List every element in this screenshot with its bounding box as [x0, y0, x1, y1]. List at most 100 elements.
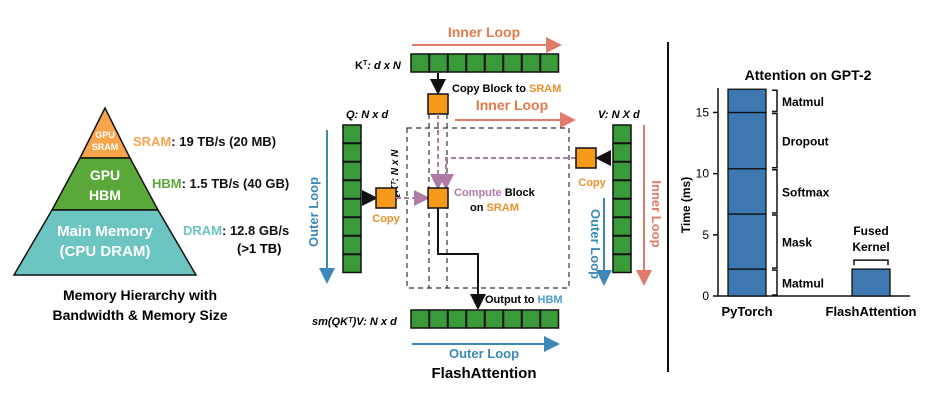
flashattention-diagram: Inner Loop KT: d x N Copy Block to SRAM … — [306, 24, 664, 382]
kt-block — [521, 53, 541, 73]
v-block — [612, 179, 632, 200]
q-block — [342, 235, 362, 255]
pyramid-sram-line1: GPU — [95, 130, 115, 140]
v-tile-to-compute-path — [438, 157, 576, 190]
compute-rest: Block — [502, 187, 536, 199]
copy-left-label: Copy — [372, 213, 400, 225]
compute-word: Compute — [454, 187, 502, 199]
output-label: Output to HBM — [485, 294, 563, 306]
kt-block — [539, 53, 560, 73]
q-block — [342, 142, 362, 163]
sram-spec: SRAM: 19 TB/s (20 MB) — [133, 134, 276, 149]
output-path — [437, 208, 486, 310]
kt-label: KT: d x N — [355, 60, 402, 72]
y-tick-label: 0 — [702, 289, 709, 303]
bar-segment — [727, 88, 767, 114]
kt-block — [502, 53, 523, 73]
y-tick-label: 10 — [696, 167, 710, 181]
segment-bracket — [772, 89, 778, 113]
compute-label: Compute Block — [454, 187, 536, 199]
segment-bracket — [772, 112, 778, 169]
chart-title: Attention on GPT-2 — [745, 67, 872, 83]
v-label: V: N X d — [598, 109, 640, 121]
chart-annotations: MatmulMaskSoftmaxDropoutMatmulFusedKerne… — [772, 89, 890, 296]
kt-block — [428, 53, 449, 73]
pyramid-dram-line2: (CPU DRAM) — [60, 243, 151, 260]
copy-block-label: Copy Block to SRAM — [452, 83, 561, 95]
q-block — [342, 124, 362, 144]
q-block — [342, 216, 362, 237]
q-tile — [375, 187, 397, 209]
on-word: on — [470, 202, 487, 214]
hbm-name: HBM — [152, 176, 182, 191]
chart-x-labels: PyTorch FlashAttention — [721, 304, 916, 319]
outer-loop-left-label: Outer Loop — [306, 177, 321, 247]
output-block — [484, 309, 504, 329]
pyramid-hbm-line2: HBM — [89, 187, 121, 203]
pyramid-dram-line1: Main Memory — [57, 223, 154, 240]
pyramid-dram-level — [12, 209, 198, 276]
v-block — [612, 161, 632, 181]
y-tick-label: 5 — [702, 228, 709, 242]
hbm-spec: HBM: 1.5 TB/s (40 GB) — [152, 176, 289, 191]
output-block-row — [410, 309, 560, 329]
fused-bracket — [853, 259, 889, 266]
dram-spec-line2: (>1 TB) — [237, 241, 281, 256]
bar-segment — [727, 213, 767, 270]
sram-name: SRAM — [133, 134, 171, 149]
segment-bracket — [772, 269, 778, 296]
v-block-column — [612, 124, 632, 274]
outer-loop-bottom-label: Outer Loop — [449, 346, 519, 361]
bar-segment — [727, 168, 767, 215]
inner-loop-top-label: Inner Loop — [448, 24, 520, 40]
outer-loop-right-label: Outer Loop — [588, 209, 603, 279]
copy-block-sram: SRAM — [529, 83, 561, 95]
segment-bracket — [772, 214, 778, 269]
copy-block-prefix: Copy Block to — [452, 83, 529, 95]
pyramid-hbm-line1: GPU — [90, 167, 120, 183]
q-block — [342, 161, 362, 181]
chart-ylabel: Time (ms) — [679, 177, 693, 233]
chart-bars — [727, 88, 891, 297]
x-tick-label: PyTorch — [721, 304, 772, 319]
q-block — [342, 253, 362, 274]
on-sram: SRAM — [487, 202, 519, 214]
inner-loop-right-label: Inner Loop — [649, 180, 664, 247]
output-block — [428, 309, 449, 329]
kt-label-rest: : d x N — [367, 60, 402, 72]
q-block — [342, 179, 362, 200]
dram-spec-value: : 12.8 GB/s — [222, 223, 289, 238]
segment-label: Matmul — [782, 95, 824, 109]
on-sram-label: on SRAM — [470, 202, 519, 214]
x-tick-label: FlashAttention — [826, 304, 917, 319]
segment-bracket — [772, 169, 778, 214]
flashattention-title: FlashAttention — [432, 365, 537, 382]
sm-label: sm(QKᵀ)V: N x d — [312, 316, 397, 328]
v-block — [612, 253, 632, 274]
inner-loop-mid-label: Inner Loop — [476, 97, 548, 113]
dram-name: DRAM — [183, 223, 222, 238]
kt-label-main: K — [355, 60, 363, 72]
kt-block — [465, 53, 486, 73]
output-block — [521, 309, 541, 329]
sram-spec-value: : 19 TB/s (20 MB) — [171, 134, 276, 149]
kt-block — [447, 53, 467, 73]
kt-tile — [427, 93, 449, 115]
v-block — [612, 124, 632, 144]
fused-label-line2: Kernel — [852, 240, 889, 254]
bar-segment — [851, 268, 891, 297]
bar-segment — [727, 111, 767, 170]
copy-right-label: Copy — [578, 177, 606, 189]
v-block — [612, 198, 632, 218]
output-block — [410, 309, 430, 329]
q-label: Q: N x d — [346, 109, 388, 121]
v-block — [612, 216, 632, 237]
v-block — [612, 142, 632, 163]
kt-label-sup: T — [363, 60, 368, 67]
compute-tile — [427, 187, 449, 209]
qkt-label: QKᵀ: N x N — [390, 149, 401, 201]
pyramid-sram-line2: SRAM — [92, 142, 119, 152]
